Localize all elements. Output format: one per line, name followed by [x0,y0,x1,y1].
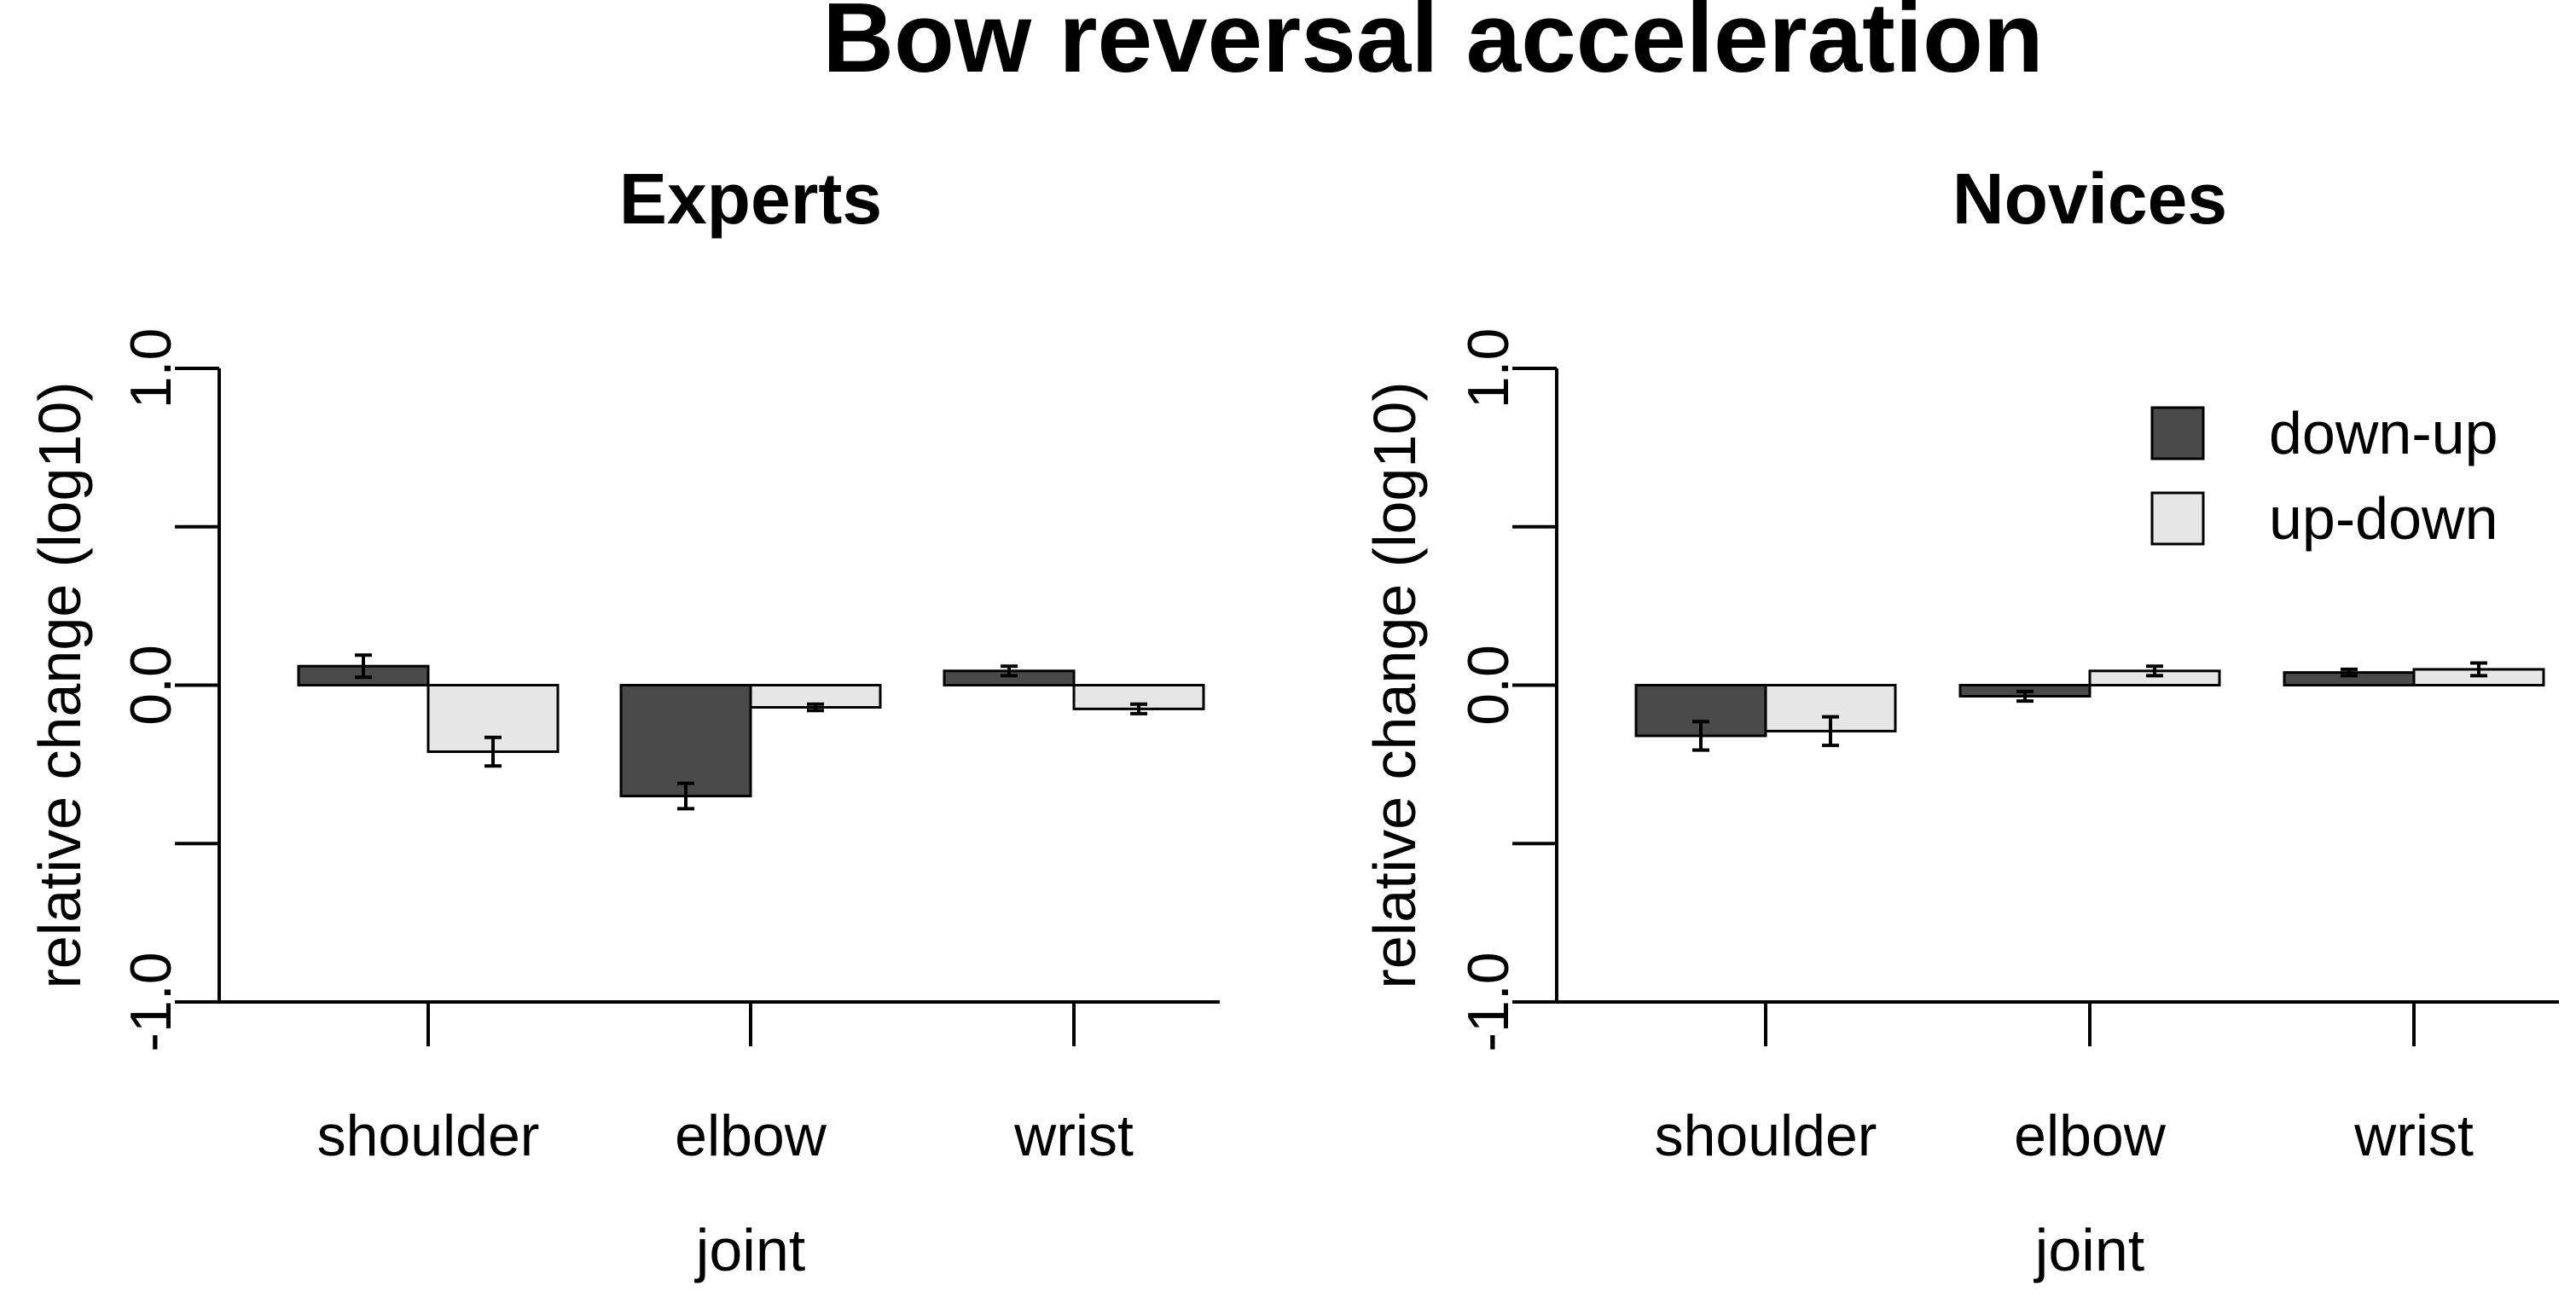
legend: down-up up-down [2150,400,2498,552]
x-tick-label-elbow: elbow [2014,1103,2167,1168]
chart-title: Bow reversal acceleration [822,0,2043,93]
legend-swatch-up-down [2150,491,2205,546]
legend-swatch-down-up [2150,406,2205,460]
y-tick-label: 0.0 [119,645,183,726]
error-bar-down-up-shoulder [355,653,372,680]
bar-up-down-wrist [1072,684,1205,710]
x-axis-label: joint [694,1217,805,1283]
error-bar-up-down-elbow [2146,664,2163,678]
error-bar-up-down-wrist [1130,702,1147,715]
error-bar-down-up-elbow [2016,689,2034,704]
x-tick-label-shoulder: shoulder [317,1103,540,1168]
legend-label-up-down: up-down [2269,485,2498,552]
x-tick-label-elbow: elbow [675,1103,827,1168]
bar-down-up-elbow [619,684,752,798]
x-tick-label-wrist: wrist [1013,1103,1134,1168]
y-tick-label: 1.0 [119,328,183,409]
error-bar-up-down-elbow [807,702,824,713]
y-axis-label: relative change (log10) [26,381,93,988]
y-tick-label: -1.0 [119,952,183,1051]
x-tick-label-wrist: wrist [2353,1103,2474,1168]
error-bar-down-up-shoulder [1692,720,1709,752]
panel-title: Novices [1952,159,2227,239]
panel-novices: Novices -1.0 0.0 1.0 relative change (log10)… [1361,159,2559,1283]
y-tick-label: 0.0 [1456,645,1521,726]
x-axis-label: joint [2034,1217,2144,1283]
x-tick-label-shoulder: shoulder [1655,1103,1877,1168]
y-tick-label: -1.0 [1456,952,1521,1051]
error-bar-down-up-wrist [1001,664,1018,678]
error-bar-up-down-shoulder [484,735,502,768]
panel-title: Experts [619,159,882,239]
error-bar-down-up-wrist [2341,667,2358,678]
legend-label-down-up: down-up [2269,400,2498,466]
error-bar-up-down-wrist [2470,661,2487,678]
y-tick-label: 1.0 [1456,328,1521,409]
error-bar-down-up-elbow [677,781,694,811]
panel-experts: Experts -1.0 0.0 1.0 relative change (log10)… [26,159,1220,1283]
y-axis-label: relative change (log10) [1361,381,1428,988]
error-bar-up-down-shoulder [1822,715,1839,748]
